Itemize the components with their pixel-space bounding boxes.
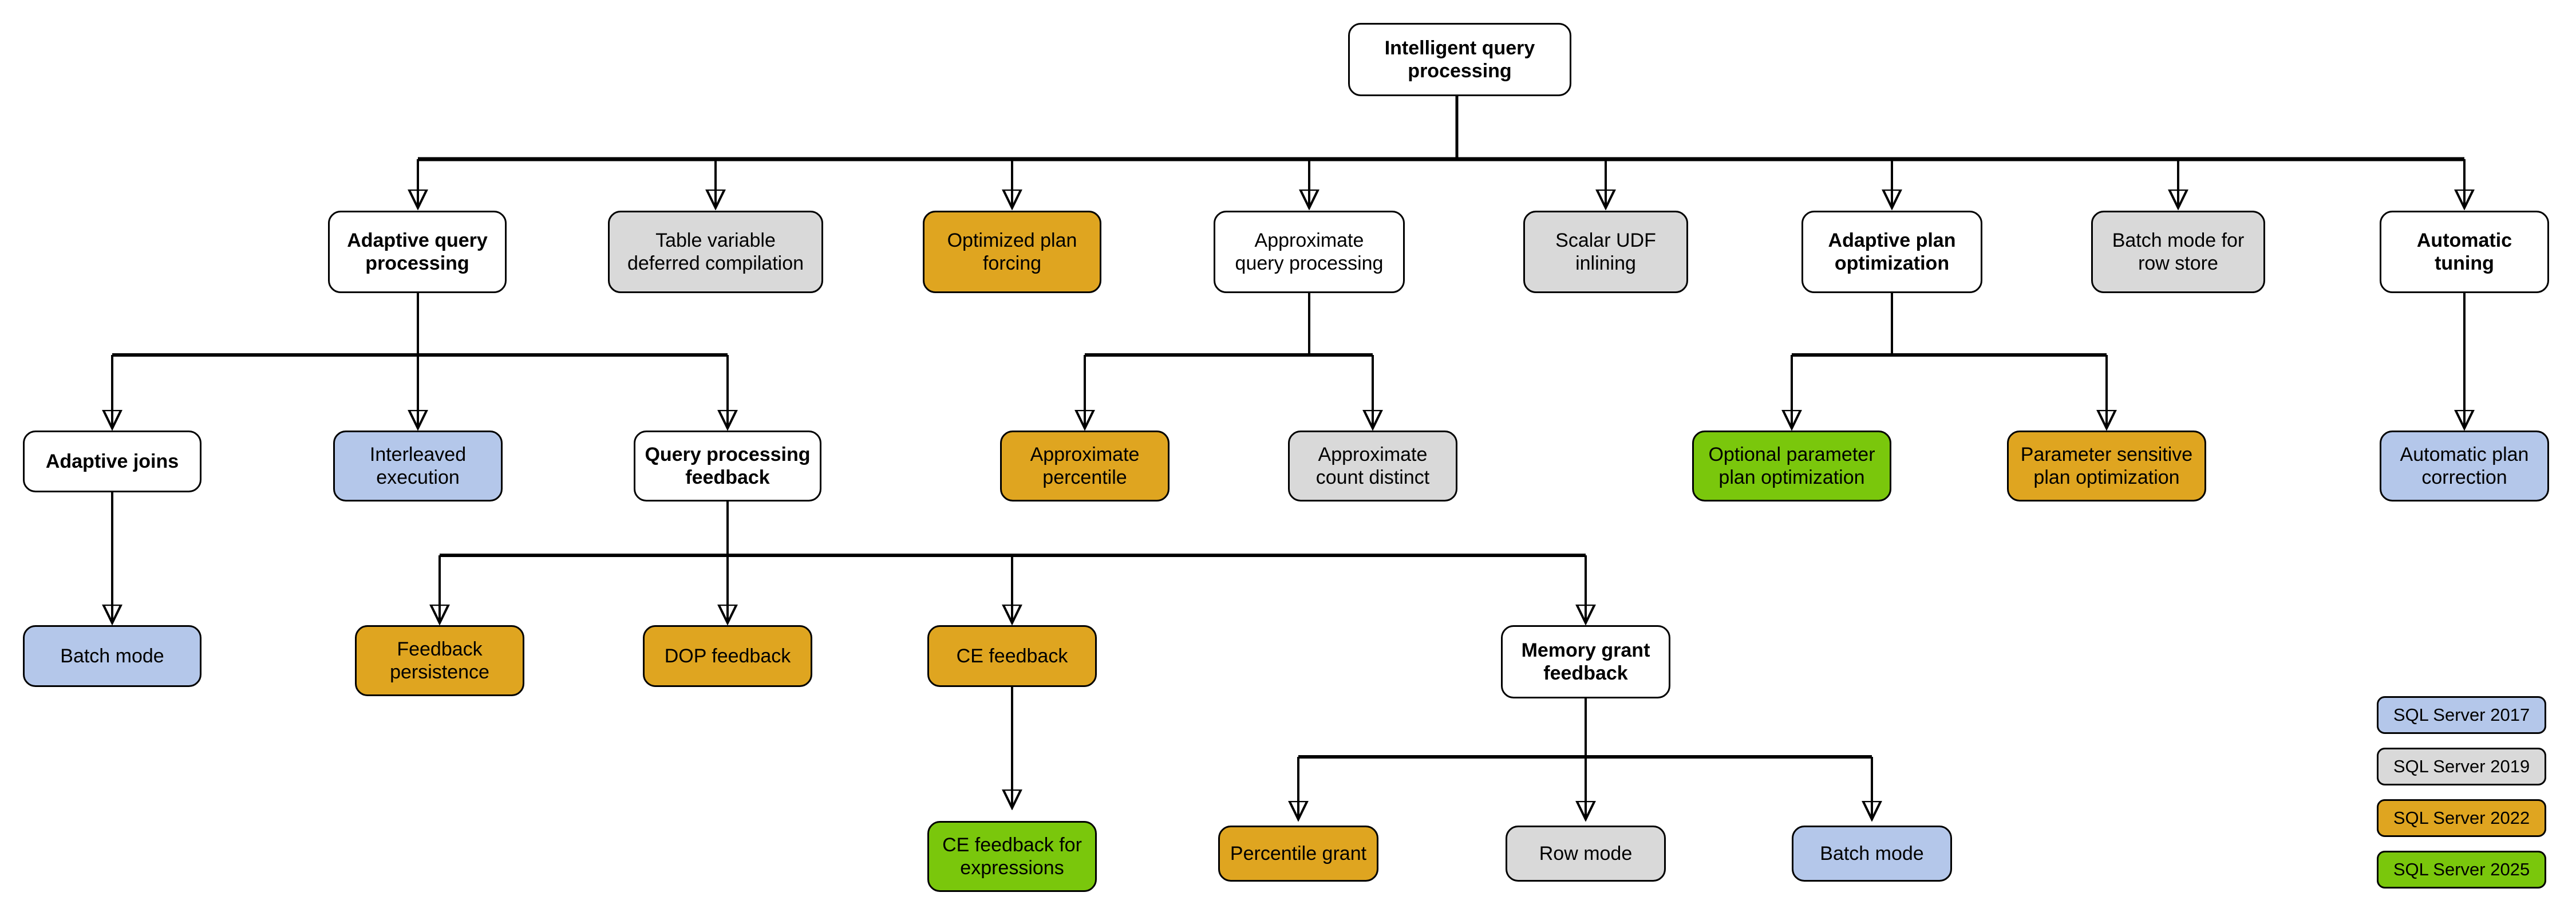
node-query-processing-feedback[interactable]: Query processing feedback	[634, 431, 821, 502]
node-dop-feedback[interactable]: DOP feedback	[643, 625, 812, 687]
legend-item-sql-server-2017[interactable]: SQL Server 2017	[2377, 696, 2546, 734]
node-scalar-udf-inlining[interactable]: Scalar UDF inlining	[1523, 211, 1688, 293]
legend-item-sql-server-2022[interactable]: SQL Server 2022	[2377, 799, 2546, 837]
node-approximate-count-distinct[interactable]: Approximate count distinct	[1288, 431, 1457, 502]
node-batch-mode-memory-grant[interactable]: Batch mode	[1792, 826, 1952, 882]
node-automatic-tuning[interactable]: Automatic tuning	[2380, 211, 2549, 293]
node-parameter-sensitive-plan-optimization[interactable]: Parameter sensitive plan optimization	[2007, 431, 2206, 502]
node-automatic-plan-correction[interactable]: Automatic plan correction	[2380, 431, 2549, 502]
node-batch-mode-for-row-store[interactable]: Batch mode for row store	[2091, 211, 2265, 293]
node-adaptive-joins[interactable]: Adaptive joins	[23, 431, 202, 492]
node-optimized-plan-forcing[interactable]: Optimized plan forcing	[923, 211, 1101, 293]
node-intelligent-query-processing[interactable]: Intelligent query processing	[1348, 23, 1571, 96]
legend-item-sql-server-2019[interactable]: SQL Server 2019	[2377, 748, 2546, 785]
node-adaptive-plan-optimization[interactable]: Adaptive plan optimization	[1801, 211, 1982, 293]
node-feedback-persistence[interactable]: Feedback persistence	[355, 625, 524, 696]
node-approximate-percentile[interactable]: Approximate percentile	[1000, 431, 1170, 502]
node-ce-feedback[interactable]: CE feedback	[927, 625, 1097, 687]
node-adaptive-query-processing[interactable]: Adaptive query processing	[328, 211, 507, 293]
node-row-mode[interactable]: Row mode	[1506, 826, 1666, 882]
node-interleaved-execution[interactable]: Interleaved execution	[333, 431, 503, 502]
node-table-variable-deferred-compilation[interactable]: Table variable deferred compilation	[608, 211, 823, 293]
node-approximate-query-processing[interactable]: Approximate query processing	[1214, 211, 1405, 293]
node-optional-parameter-plan-optimization[interactable]: Optional parameter plan optimization	[1692, 431, 1891, 502]
node-percentile-grant[interactable]: Percentile grant	[1218, 826, 1378, 882]
node-batch-mode-adaptive-joins[interactable]: Batch mode	[23, 625, 202, 687]
node-memory-grant-feedback[interactable]: Memory grant feedback	[1501, 625, 1670, 698]
node-ce-feedback-for-expressions[interactable]: CE feedback for expressions	[927, 821, 1097, 892]
legend-item-sql-server-2025[interactable]: SQL Server 2025	[2377, 851, 2546, 889]
